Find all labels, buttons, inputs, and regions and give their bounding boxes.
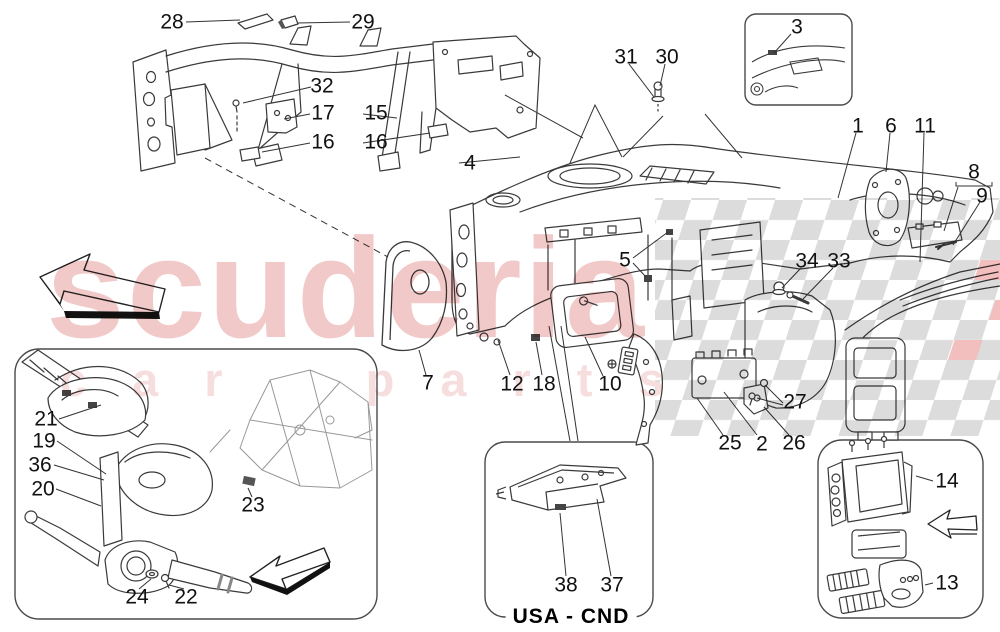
callout-10: 10	[598, 372, 622, 396]
callout-31: 31	[614, 45, 638, 69]
callout-18: 18	[532, 372, 556, 396]
callout-24: 24	[125, 585, 149, 609]
callout-38: 38	[554, 573, 578, 597]
callout-11: 11	[914, 114, 936, 138]
callout-2: 2	[756, 432, 768, 456]
inset-box-center-units	[817, 439, 984, 619]
callout-8: 8	[968, 160, 980, 184]
callout-32: 32	[310, 74, 334, 98]
callout-20: 20	[31, 477, 55, 501]
direction-arrow-down-left	[249, 547, 331, 595]
callout-12: 12	[500, 372, 524, 396]
callout-36: 36	[28, 453, 52, 477]
direction-arrow-up-left	[39, 253, 166, 319]
direction-arrow-left	[927, 509, 978, 539]
callout-29: 29	[351, 10, 375, 34]
callout-5: 5	[619, 248, 631, 272]
callout-33: 33	[827, 249, 851, 273]
top-fixing-inset-drawing	[750, 45, 846, 96]
callout-30: 30	[655, 45, 679, 69]
callout-1: 1	[852, 114, 864, 138]
callout-37: 37	[600, 573, 624, 597]
callout-17: 17	[311, 101, 335, 125]
callout-34: 34	[795, 249, 819, 273]
callout-16-right: 16	[364, 130, 388, 154]
callout-4: 4	[464, 151, 476, 175]
callout-22: 22	[174, 585, 198, 609]
callout-23: 23	[241, 493, 265, 517]
callout-25: 25	[718, 431, 742, 455]
center-units-drawing	[826, 435, 924, 614]
side-end-panel	[381, 241, 448, 352]
callout-16-left: 16	[311, 130, 335, 154]
callout-9: 9	[976, 184, 988, 208]
dashboard-body	[449, 143, 1000, 446]
usa-cnd-bracket-drawing	[495, 464, 627, 511]
callout-28: 28	[160, 10, 184, 34]
leader-lines	[53, 19, 993, 590]
callout-27: 27	[783, 390, 807, 414]
callout-26: 26	[782, 431, 806, 455]
callout-14: 14	[935, 469, 959, 493]
callout-6: 6	[885, 114, 897, 138]
callout-21: 21	[34, 407, 58, 431]
callout-13: 13	[935, 571, 959, 595]
callout-19: 19	[32, 429, 56, 453]
callout-7: 7	[422, 371, 434, 395]
inset-box-top-fixing	[744, 13, 853, 106]
dashboard-support-frame	[132, 13, 541, 172]
callout-15: 15	[364, 101, 388, 125]
callout-3: 3	[791, 15, 803, 39]
market-variant-label: USA - CND	[505, 605, 637, 629]
inset-box-steering-column	[14, 348, 378, 620]
